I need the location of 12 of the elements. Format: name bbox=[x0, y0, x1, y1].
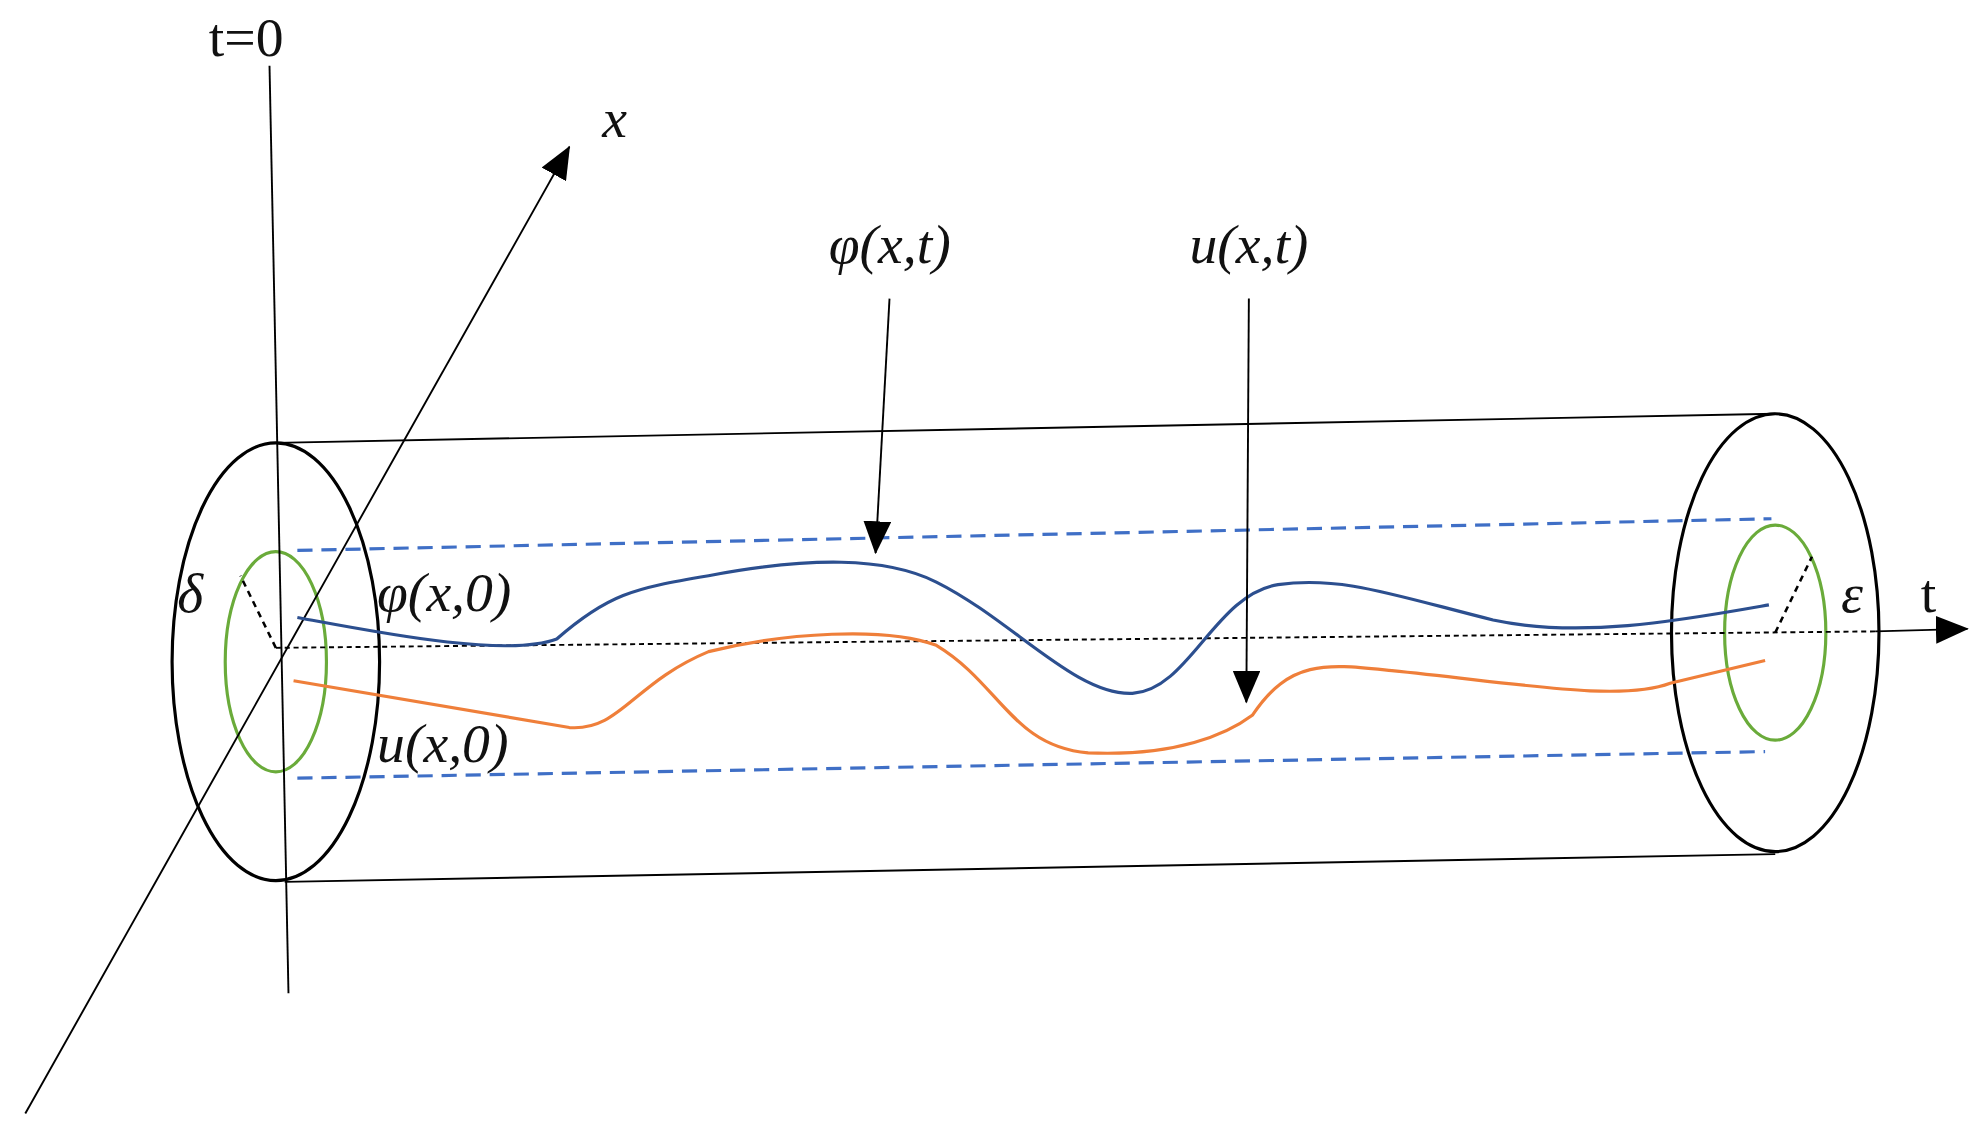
initial-value-label: u(x,0) bbox=[377, 716, 509, 772]
radius-label: δ bbox=[177, 566, 203, 623]
leader-arrow bbox=[863, 297, 892, 555]
curve-label: φ(x,t) bbox=[828, 217, 951, 274]
radius-label: ε bbox=[1841, 566, 1863, 623]
curve-label: u(x,t) bbox=[1189, 217, 1309, 274]
wave-curve bbox=[297, 560, 1770, 695]
axis-label: x bbox=[602, 91, 627, 147]
axis-label: t bbox=[1920, 566, 1937, 623]
leader-arrow bbox=[1232, 297, 1261, 704]
initial-value-label: φ(x,0) bbox=[377, 565, 512, 622]
axis-label: t=0 bbox=[208, 10, 284, 66]
